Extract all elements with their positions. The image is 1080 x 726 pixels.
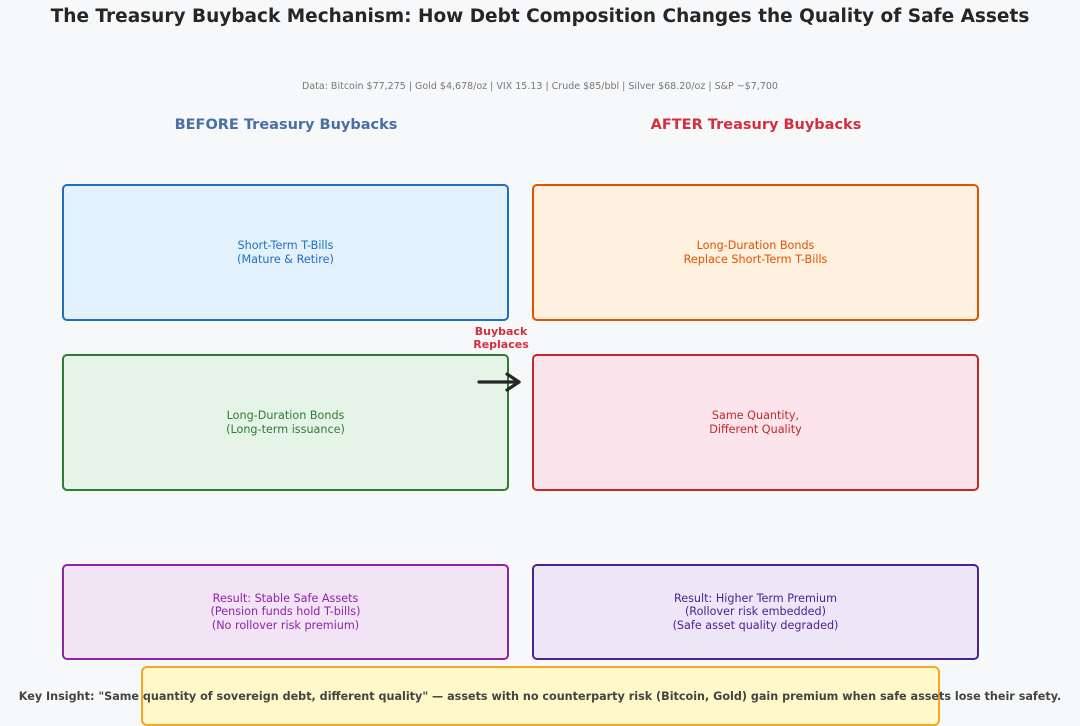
after-long-duration-bonds-box: Long-Duration Bonds Replace Short-Term T…: [532, 184, 979, 321]
right-arrow-icon: [477, 372, 521, 392]
buyback-arrow-label: Buyback Replaces: [473, 325, 529, 351]
after-same-quantity-box: Same Quantity, Different Quality: [532, 354, 979, 491]
chart-title: The Treasury Buyback Mechanism: How Debt…: [50, 6, 1030, 27]
before-result-box: Result: Stable Safe Assets (Pension fund…: [62, 564, 509, 660]
before-long-duration-bonds-box: Long-Duration Bonds (Long-term issuance): [62, 354, 509, 491]
after-column-title: AFTER Treasury Buybacks: [650, 117, 862, 133]
before-column-title: BEFORE Treasury Buybacks: [174, 117, 398, 133]
key-insight-text: Key Insight: "Same quantity of sovereign…: [18, 690, 1062, 703]
market-data-subtitle: Data: Bitcoin $77,275 | Gold $4,678/oz |…: [302, 81, 778, 92]
after-result-box: Result: Higher Term Premium (Rollover ri…: [532, 564, 979, 660]
before-short-term-tbills-box: Short-Term T-Bills (Mature & Retire): [62, 184, 509, 321]
